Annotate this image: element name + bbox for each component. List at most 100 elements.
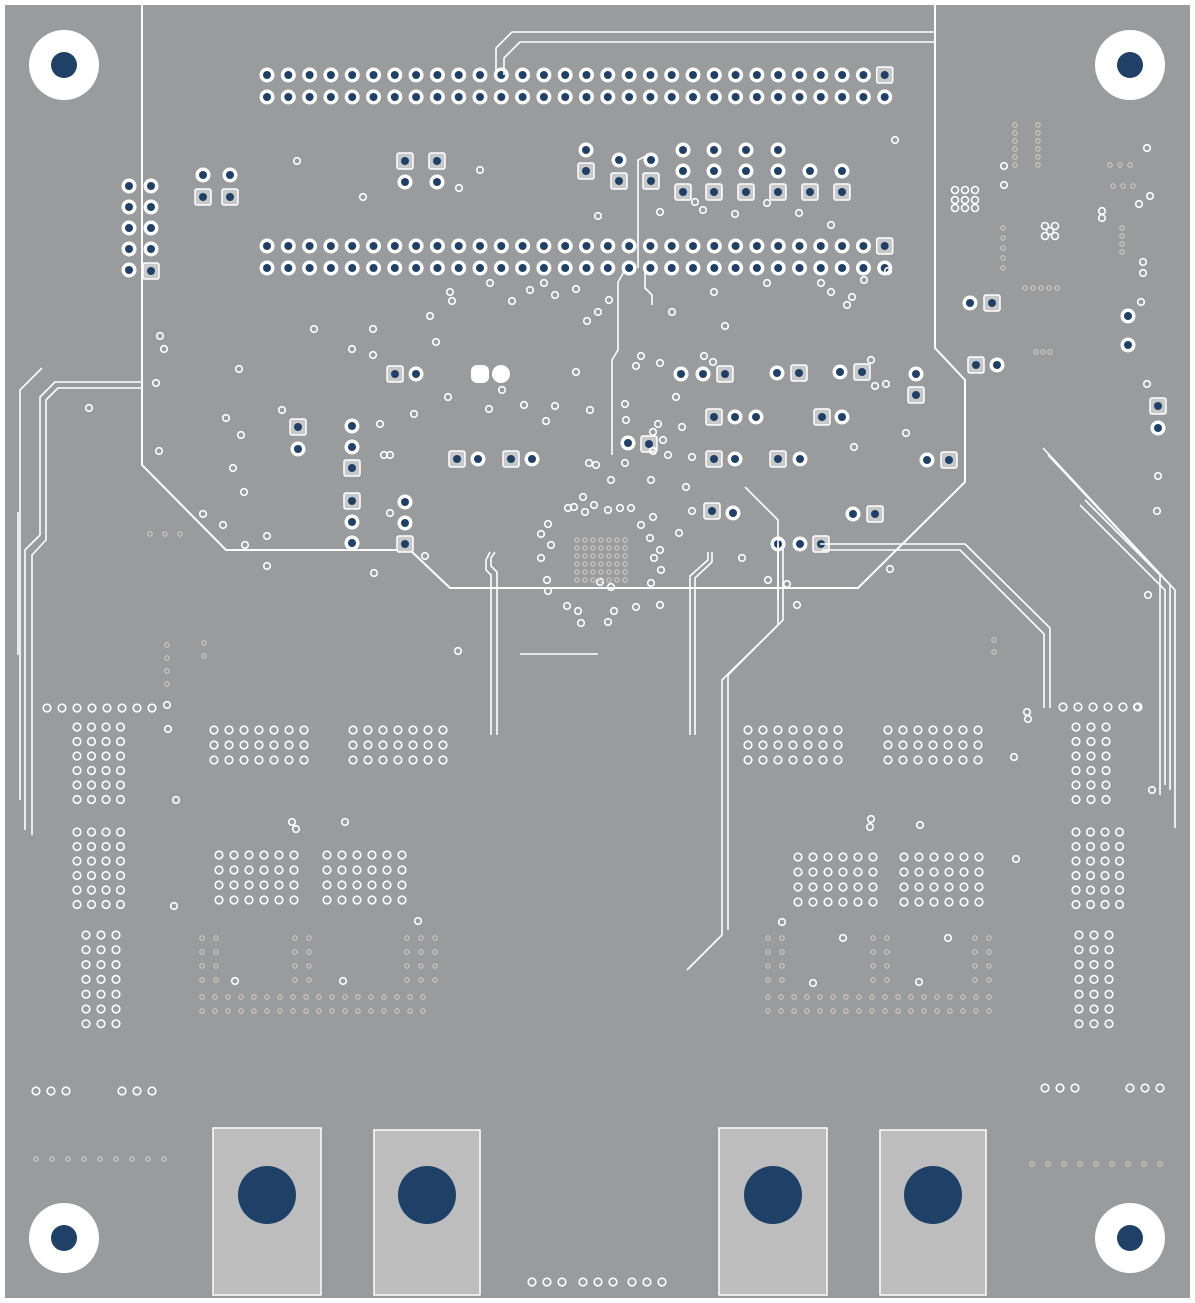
pin-pad-hole <box>518 93 527 101</box>
via <box>959 852 969 862</box>
mounting-hole <box>51 1225 77 1251</box>
pin-pad-hole <box>742 188 750 196</box>
pin-pad-hole <box>507 455 515 463</box>
via <box>1071 794 1081 805</box>
micro-via <box>1038 285 1044 291</box>
pin-pad-hole <box>226 171 234 179</box>
pin-pad-hole <box>433 93 442 101</box>
pin-pad-hole <box>284 264 293 272</box>
via <box>244 865 254 875</box>
pin-pad-hole <box>646 93 655 101</box>
signal-via <box>866 814 876 824</box>
signal-via <box>162 700 172 710</box>
pin-pad-hole <box>348 518 356 526</box>
via <box>299 755 309 765</box>
pin-pad-hole <box>294 445 302 453</box>
plane-outline-group <box>141 3 966 589</box>
via <box>61 1086 71 1096</box>
micro-via <box>404 977 410 983</box>
via <box>899 867 909 877</box>
via <box>348 725 358 735</box>
pin-pad-hole <box>401 498 409 506</box>
micro-via <box>199 949 205 955</box>
pin-pad-hole <box>667 71 676 79</box>
signal-via <box>155 331 165 341</box>
pin-pad-hole <box>710 455 718 463</box>
via <box>1085 841 1096 852</box>
via <box>81 959 91 970</box>
micro-via <box>1157 1161 1163 1167</box>
via <box>57 703 67 713</box>
via <box>557 1277 567 1287</box>
via <box>1071 870 1081 881</box>
micro-via <box>817 1008 823 1014</box>
via <box>1071 856 1081 866</box>
micro-via <box>574 569 580 575</box>
signal-via <box>620 458 630 468</box>
micro-via <box>765 977 771 983</box>
micro-via <box>145 1156 151 1162</box>
pin-pad-hole <box>1124 312 1132 320</box>
micro-via <box>869 1008 875 1014</box>
micro-via <box>1130 183 1136 189</box>
via <box>944 882 954 892</box>
pin-pad-hole <box>710 188 718 196</box>
via <box>397 865 407 875</box>
micro-via <box>614 537 620 543</box>
via <box>101 870 111 881</box>
via <box>959 867 969 877</box>
via <box>289 880 299 890</box>
via <box>229 880 239 890</box>
micro-via <box>199 977 205 983</box>
signal-via <box>413 916 423 926</box>
signal-via <box>358 192 368 202</box>
pin-pad-hole <box>880 93 889 101</box>
pin-pad-hole <box>305 93 314 101</box>
pin-pad-hole <box>147 245 155 253</box>
signal-via <box>655 358 665 368</box>
micro-via <box>582 537 588 543</box>
via <box>1100 827 1110 837</box>
via <box>81 930 91 940</box>
micro-via <box>342 1008 348 1014</box>
pin-pad-hole <box>348 443 356 451</box>
pin-pad-hole <box>582 167 590 175</box>
micro-via <box>870 963 876 969</box>
micro-via <box>355 1008 361 1014</box>
pin-pad-hole <box>284 242 293 250</box>
via <box>1104 930 1114 940</box>
signal-via <box>663 450 673 460</box>
pin-pad-hole <box>838 242 847 250</box>
pin-pad-hole <box>539 264 548 272</box>
micro-via <box>1033 349 1039 355</box>
pin-pad-hole <box>710 264 719 272</box>
via <box>101 899 111 910</box>
pin-pad-hole <box>625 71 634 79</box>
micro-via <box>1035 146 1041 152</box>
power-connector-hole <box>744 1166 802 1224</box>
signal-via <box>309 324 319 334</box>
signal-via <box>484 404 494 414</box>
signal-via <box>655 600 665 610</box>
micro-via <box>418 963 424 969</box>
via <box>914 882 924 892</box>
signal-via <box>154 446 164 456</box>
via <box>111 1019 121 1029</box>
via <box>838 897 848 907</box>
mounting-holes <box>29 30 1165 1273</box>
via <box>31 1086 41 1096</box>
via <box>1089 1019 1099 1029</box>
via <box>72 780 82 790</box>
micro-via <box>213 977 219 983</box>
via <box>758 755 768 765</box>
via <box>1074 959 1084 970</box>
signal-via <box>475 165 485 175</box>
via <box>1071 899 1081 910</box>
signal-via <box>970 195 980 205</box>
pin-pad-hole <box>1154 402 1162 410</box>
pin-pad-hole <box>147 267 155 275</box>
micro-via <box>394 994 400 1000</box>
pin-pad-hole <box>348 242 357 250</box>
signal-via <box>453 646 463 656</box>
via <box>788 725 798 735</box>
